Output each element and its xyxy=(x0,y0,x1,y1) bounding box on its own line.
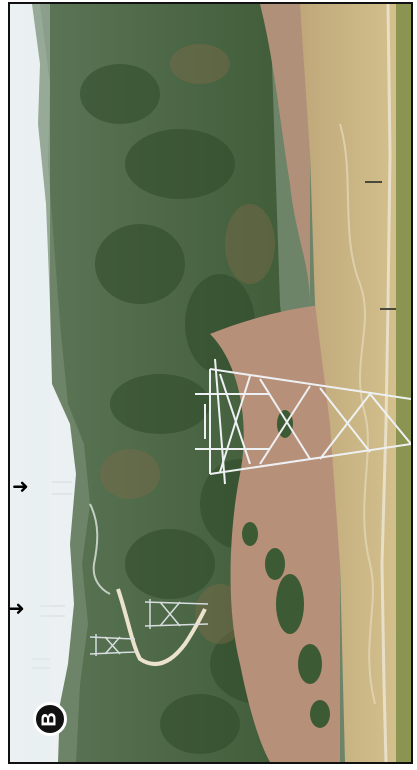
panel-label: B xyxy=(38,711,61,727)
transmission-tower-main xyxy=(195,358,411,485)
dirt-road xyxy=(380,4,392,762)
winding-trail xyxy=(339,123,376,705)
ridge-road xyxy=(89,503,111,595)
hillside-road xyxy=(116,588,207,666)
transmission-tower-mid xyxy=(144,599,209,629)
landscape-photo xyxy=(8,2,413,764)
transmission-tower-far xyxy=(89,634,136,656)
panel-label-badge: B xyxy=(33,702,67,736)
brown-scrub xyxy=(100,44,275,644)
right-arrow-icon: ➜ xyxy=(12,474,29,498)
photo-svg xyxy=(10,4,411,762)
valley-poles xyxy=(365,181,396,310)
green-strip xyxy=(396,4,411,762)
distant-faint-towers xyxy=(32,481,72,669)
bare-slope-top xyxy=(260,4,310,304)
haze xyxy=(10,4,50,762)
right-arrow-icon: ➜ xyxy=(8,596,25,620)
